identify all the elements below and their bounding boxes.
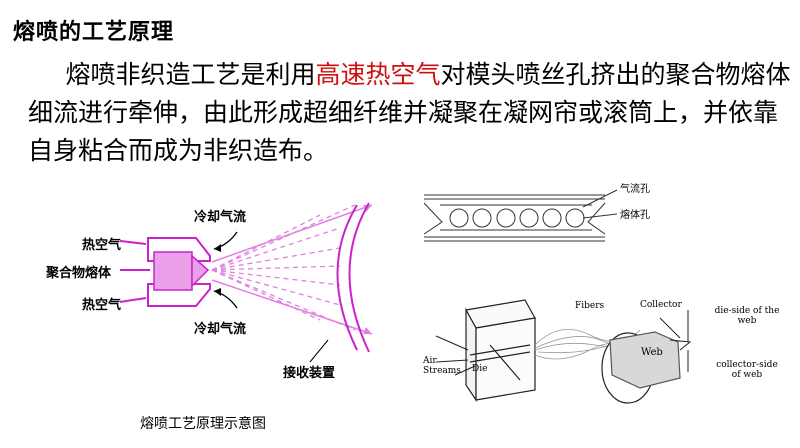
cooling-arrow-top bbox=[213, 231, 238, 250]
label-receiver: 接收装置 bbox=[283, 366, 336, 381]
melt-hole-pointer bbox=[582, 213, 618, 219]
label-cooling-air-bottom: 冷却气流 bbox=[194, 322, 247, 337]
description-paragraph: 熔喷非织造工艺是利用高速热空气对模头喷丝孔挤出的聚合物熔体细流进行牵伸，由此形成… bbox=[28, 56, 798, 170]
collector-pointers bbox=[659, 310, 692, 372]
receiver-curve-2 bbox=[348, 202, 370, 353]
para-part1: 熔喷非织造工艺是利用 bbox=[65, 60, 316, 89]
spinneret-cross-section bbox=[423, 194, 606, 242]
melt-nozzle bbox=[191, 254, 210, 288]
die-top bbox=[147, 237, 211, 262]
arrow-hot-air-top bbox=[119, 240, 147, 245]
label-collector-side: collector-side of web bbox=[716, 360, 778, 380]
cooling-arrow-bottom bbox=[213, 290, 238, 309]
diagram-caption: 熔喷工艺原理示意图 bbox=[140, 416, 266, 432]
receiver-pointer bbox=[309, 339, 329, 363]
fiber-spray bbox=[211, 204, 356, 331]
air-stream-arrows bbox=[435, 335, 476, 376]
label-die: Die bbox=[472, 364, 488, 374]
para-part2: 对模头喷丝孔挤出的聚合物熔体细流进行牵伸，由此形成超细纤维并凝聚在凝网帘或滚筒上… bbox=[28, 60, 791, 165]
label-hot-air-top: 热空气 bbox=[82, 238, 122, 253]
melt-channel bbox=[153, 251, 193, 291]
spray-arrow-top bbox=[211, 204, 373, 263]
label-fibers: Fibers bbox=[575, 301, 605, 311]
collector-drum bbox=[601, 331, 681, 404]
label-hot-air-bottom: 热空气 bbox=[82, 298, 122, 313]
die-3d bbox=[465, 299, 536, 402]
label-polymer-melt: 聚合物熔体 bbox=[46, 266, 112, 281]
label-collector: Collector bbox=[640, 300, 682, 310]
label-cooling-air-top: 冷却气流 bbox=[194, 210, 247, 225]
label-air-streams: Air Streams bbox=[423, 356, 461, 376]
spray-arrow-bottom bbox=[211, 279, 373, 335]
label-web: Web bbox=[641, 347, 663, 358]
receiver-curve-1 bbox=[336, 204, 358, 351]
label-air-hole: 气流孔 bbox=[620, 184, 650, 195]
label-die-side: die-side of the web bbox=[714, 306, 780, 326]
label-melt-hole: 熔体孔 bbox=[620, 210, 650, 221]
arrow-hot-air-bottom bbox=[119, 297, 147, 303]
slide-title: 熔喷的工艺原理 bbox=[13, 20, 175, 45]
air-hole-pointer bbox=[582, 189, 618, 208]
para-highlight: 高速热空气 bbox=[315, 60, 441, 89]
